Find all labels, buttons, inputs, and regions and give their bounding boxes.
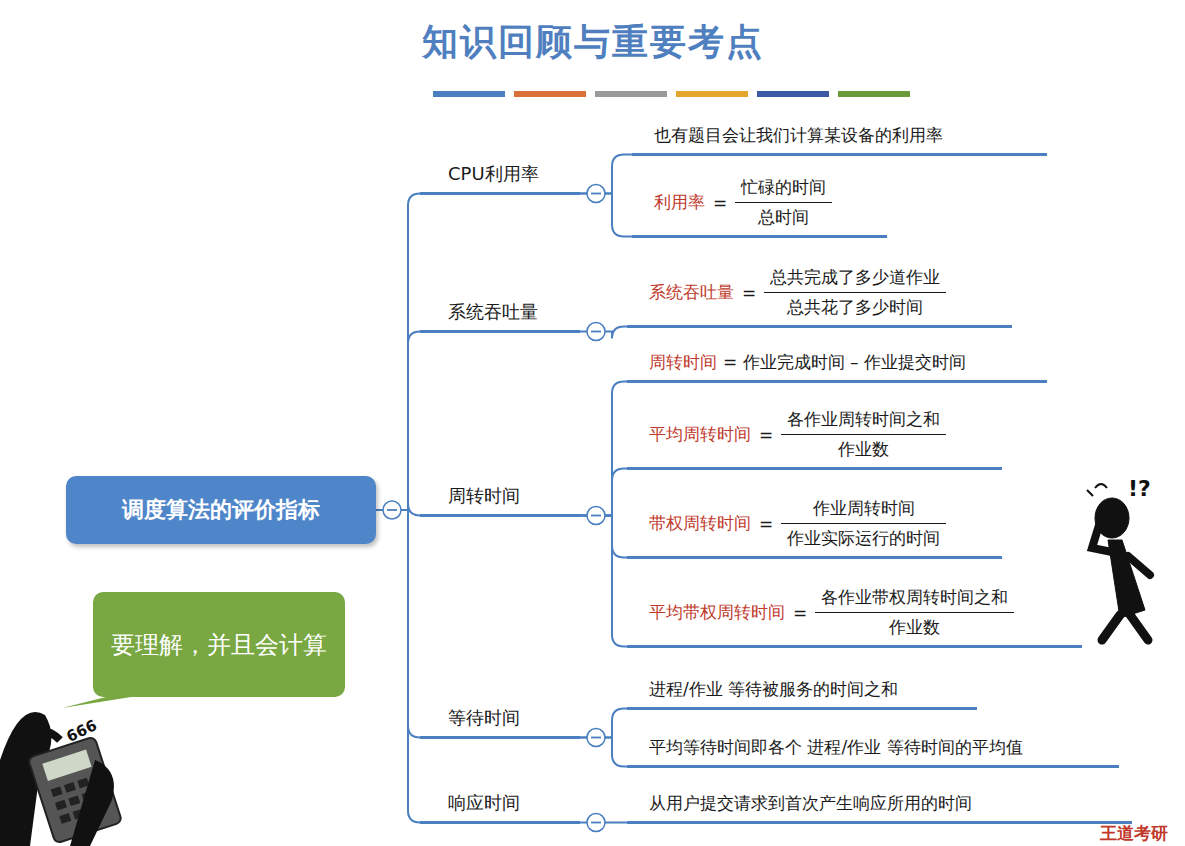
collapse-button — [587, 323, 605, 341]
topic-node: 平均周转时间 = 各作业周转时间之和作业数 — [627, 404, 1002, 470]
denominator: 作业实际运行的时间 — [781, 523, 946, 550]
denominator: 总共花了多少时间 — [764, 292, 946, 319]
node-text: CPU利用率 — [448, 163, 539, 184]
node-text: 等待时间 — [448, 707, 520, 728]
equals-sign: = — [793, 603, 807, 623]
topic-node: 系统吞吐量 — [420, 296, 580, 333]
formula-term: 平均周转时间 — [649, 423, 751, 446]
formula-term: 平均带权周转时间 — [649, 601, 785, 624]
numerator: 总共完成了多少道作业 — [764, 266, 946, 292]
topic-node: 从用户提交请求到首次产生响应所用的时间 — [627, 788, 1132, 824]
denominator: 总时间 — [735, 202, 832, 229]
numerator: 各作业带权周转时间之和 — [815, 586, 1014, 612]
fraction: 各作业周转时间之和作业数 — [781, 408, 946, 461]
formula-term: 系统吞吐量 — [649, 281, 734, 304]
topic-node: 也有题目会让我们计算某设备的利用率 — [632, 120, 1047, 156]
speech-bubble: 要理解，并且会计算 — [93, 592, 345, 697]
connector — [376, 194, 420, 511]
numerator: 忙碌的时间 — [735, 176, 832, 202]
numerator: 各作业周转时间之和 — [781, 408, 946, 434]
node-text: 周转时间 — [649, 351, 717, 374]
connector — [376, 510, 420, 823]
collapse-button — [383, 501, 401, 519]
fraction: 作业周转时间作业实际运行的时间 — [781, 497, 946, 550]
equals-sign: = — [759, 425, 773, 445]
formula-term: 利用率 — [654, 191, 705, 214]
root-box: 调度算法的评价指标 — [66, 476, 376, 544]
topic-node: 响应时间 — [420, 787, 580, 824]
connector — [580, 516, 627, 647]
connector — [580, 194, 632, 237]
fraction: 总共完成了多少道作业总共花了多少时间 — [764, 266, 946, 319]
topic-node: 进程/作业 等待被服务的时间之和 — [627, 674, 977, 710]
topic-node: 等待时间 — [420, 702, 580, 739]
fraction: 各作业带权周转时间之和作业数 — [815, 586, 1014, 639]
topic-node: 带权周转时间 = 作业周转时间作业实际运行的时间 — [627, 493, 1002, 559]
topic-node: 周转时间 = 作业完成时间 – 作业提交时间 — [627, 347, 1047, 383]
collapse-button — [587, 729, 605, 747]
numerator: 作业周转时间 — [807, 497, 921, 523]
denominator: 作业数 — [815, 612, 1014, 639]
equals-sign: = — [759, 514, 773, 534]
connector — [376, 332, 420, 511]
formula-term: 带权周转时间 — [649, 512, 751, 535]
connector — [580, 155, 632, 194]
calculator-figure — [0, 712, 122, 846]
node-text: 调度算法的评价指标 — [122, 495, 320, 525]
node-text: 进程/作业 等待被服务的时间之和 — [649, 678, 898, 701]
connector — [580, 382, 627, 516]
node-text: 也有题目会让我们计算某设备的利用率 — [654, 124, 943, 147]
title: 知识回顾与重要考点 — [0, 18, 1185, 67]
topic-node: 利用率 = 忙碌的时间总时间 — [632, 172, 887, 238]
denominator: 作业数 — [781, 434, 946, 461]
node-text: 响应时间 — [448, 792, 520, 813]
connector — [580, 469, 627, 516]
node-text: = 作业完成时间 – 作业提交时间 — [723, 351, 966, 374]
collapse-button — [587, 185, 605, 203]
title-bars — [433, 91, 910, 97]
topic-node: 平均等待时间即各个 进程/作业 等待时间的平均值 — [627, 732, 1119, 768]
topic-node: 周转时间 — [420, 480, 580, 517]
collapse-button — [587, 507, 605, 525]
watermark: 王道考研 — [1100, 822, 1168, 845]
stick-figure — [1087, 484, 1150, 640]
connector — [580, 516, 627, 558]
topic-node: 系统吞吐量 = 总共完成了多少道作业总共花了多少时间 — [627, 262, 1012, 328]
connector — [376, 510, 420, 738]
node-text: 系统吞吐量 — [448, 301, 538, 322]
topic-node: 平均带权周转时间 = 各作业带权周转时间之和作业数 — [627, 582, 1082, 648]
node-text: 平均等待时间即各个 进程/作业 等待时间的平均值 — [649, 736, 1023, 759]
node-text: 要理解，并且会计算 — [111, 627, 327, 663]
collapse-button — [587, 814, 605, 832]
equals-sign: = — [713, 193, 727, 213]
node-text: 周转时间 — [448, 485, 520, 506]
equals-sign: = — [742, 283, 756, 303]
fraction: 忙碌的时间总时间 — [735, 176, 832, 229]
node-text: 从用户提交请求到首次产生响应所用的时间 — [649, 792, 972, 815]
exclaim-mark: !? — [1128, 476, 1151, 501]
topic-node: CPU利用率 — [420, 158, 580, 195]
